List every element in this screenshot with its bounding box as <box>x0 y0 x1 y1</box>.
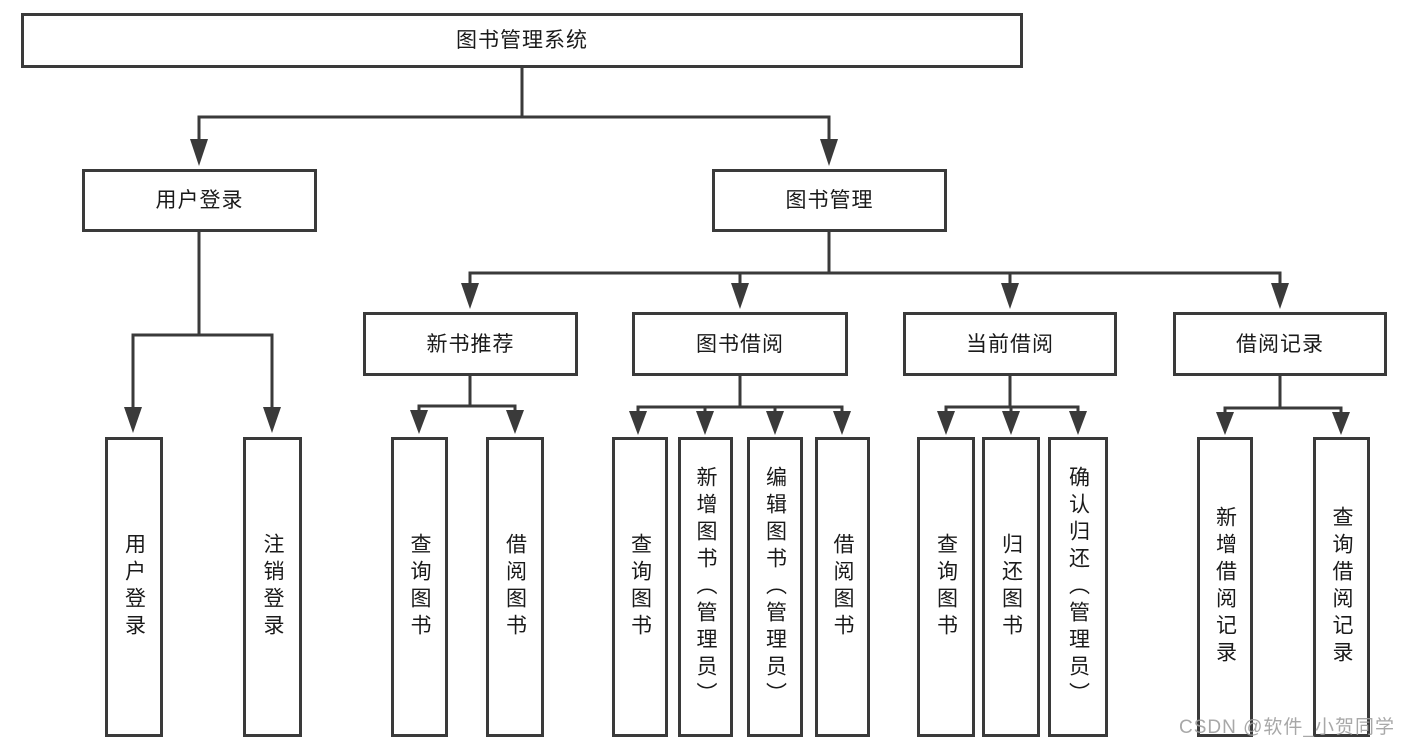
leaf-query-books-3: 查询图书 <box>917 437 975 737</box>
node-user-login: 用户登录 <box>82 169 317 232</box>
node-label: 用户登录 <box>122 533 146 641</box>
node-label: 查询图书 <box>408 533 431 641</box>
node-label: 借阅图书 <box>503 533 527 641</box>
leaf-borrow-books-2: 借阅图书 <box>815 437 870 737</box>
node-label: 借阅图书 <box>831 533 854 641</box>
node-root: 图书管理系统 <box>21 13 1023 68</box>
node-book-management: 图书管理 <box>712 169 947 232</box>
leaf-query-books-1: 查询图书 <box>391 437 448 737</box>
node-label: 归还图书 <box>999 533 1023 641</box>
leaf-edit-book-admin: 编辑图书（管理员） <box>747 437 803 737</box>
node-label: 查询借阅记录 <box>1330 506 1353 668</box>
leaf-return-book: 归还图书 <box>982 437 1040 737</box>
node-label: 用户登录 <box>155 189 244 212</box>
node-borrow-records: 借阅记录 <box>1173 312 1387 376</box>
node-label: 查询图书 <box>628 533 652 641</box>
node-label: 注销登录 <box>261 533 284 641</box>
node-label: 图书管理系统 <box>456 29 588 52</box>
leaf-logout: 注销登录 <box>243 437 302 737</box>
node-label: 编辑图书（管理员） <box>763 465 787 709</box>
node-label: 新书推荐 <box>426 332 515 356</box>
csdn-watermark: CSDN @软件_小贺同学 <box>1179 717 1395 738</box>
node-current-borrow: 当前借阅 <box>903 312 1117 376</box>
leaf-confirm-return-admin: 确认归还（管理员） <box>1048 437 1108 737</box>
node-label: 查询图书 <box>934 533 958 641</box>
node-label: 新增图书（管理员） <box>694 465 717 709</box>
node-label: 确认归还（管理员） <box>1066 465 1090 709</box>
node-label: 新增借阅记录 <box>1213 506 1237 668</box>
node-label: 借阅记录 <box>1236 332 1324 356</box>
node-label: 图书借阅 <box>696 332 784 356</box>
node-book-borrow: 图书借阅 <box>632 312 848 376</box>
leaf-borrow-books-1: 借阅图书 <box>486 437 544 737</box>
leaf-user-login: 用户登录 <box>105 437 163 737</box>
leaf-add-borrow-record: 新增借阅记录 <box>1197 437 1253 737</box>
leaf-add-book-admin: 新增图书（管理员） <box>678 437 733 737</box>
node-label: 当前借阅 <box>966 332 1054 356</box>
node-label: 图书管理 <box>785 189 874 212</box>
leaf-query-books-2: 查询图书 <box>612 437 668 737</box>
leaf-query-borrow-record: 查询借阅记录 <box>1313 437 1370 737</box>
node-new-book-recommend: 新书推荐 <box>363 312 578 376</box>
